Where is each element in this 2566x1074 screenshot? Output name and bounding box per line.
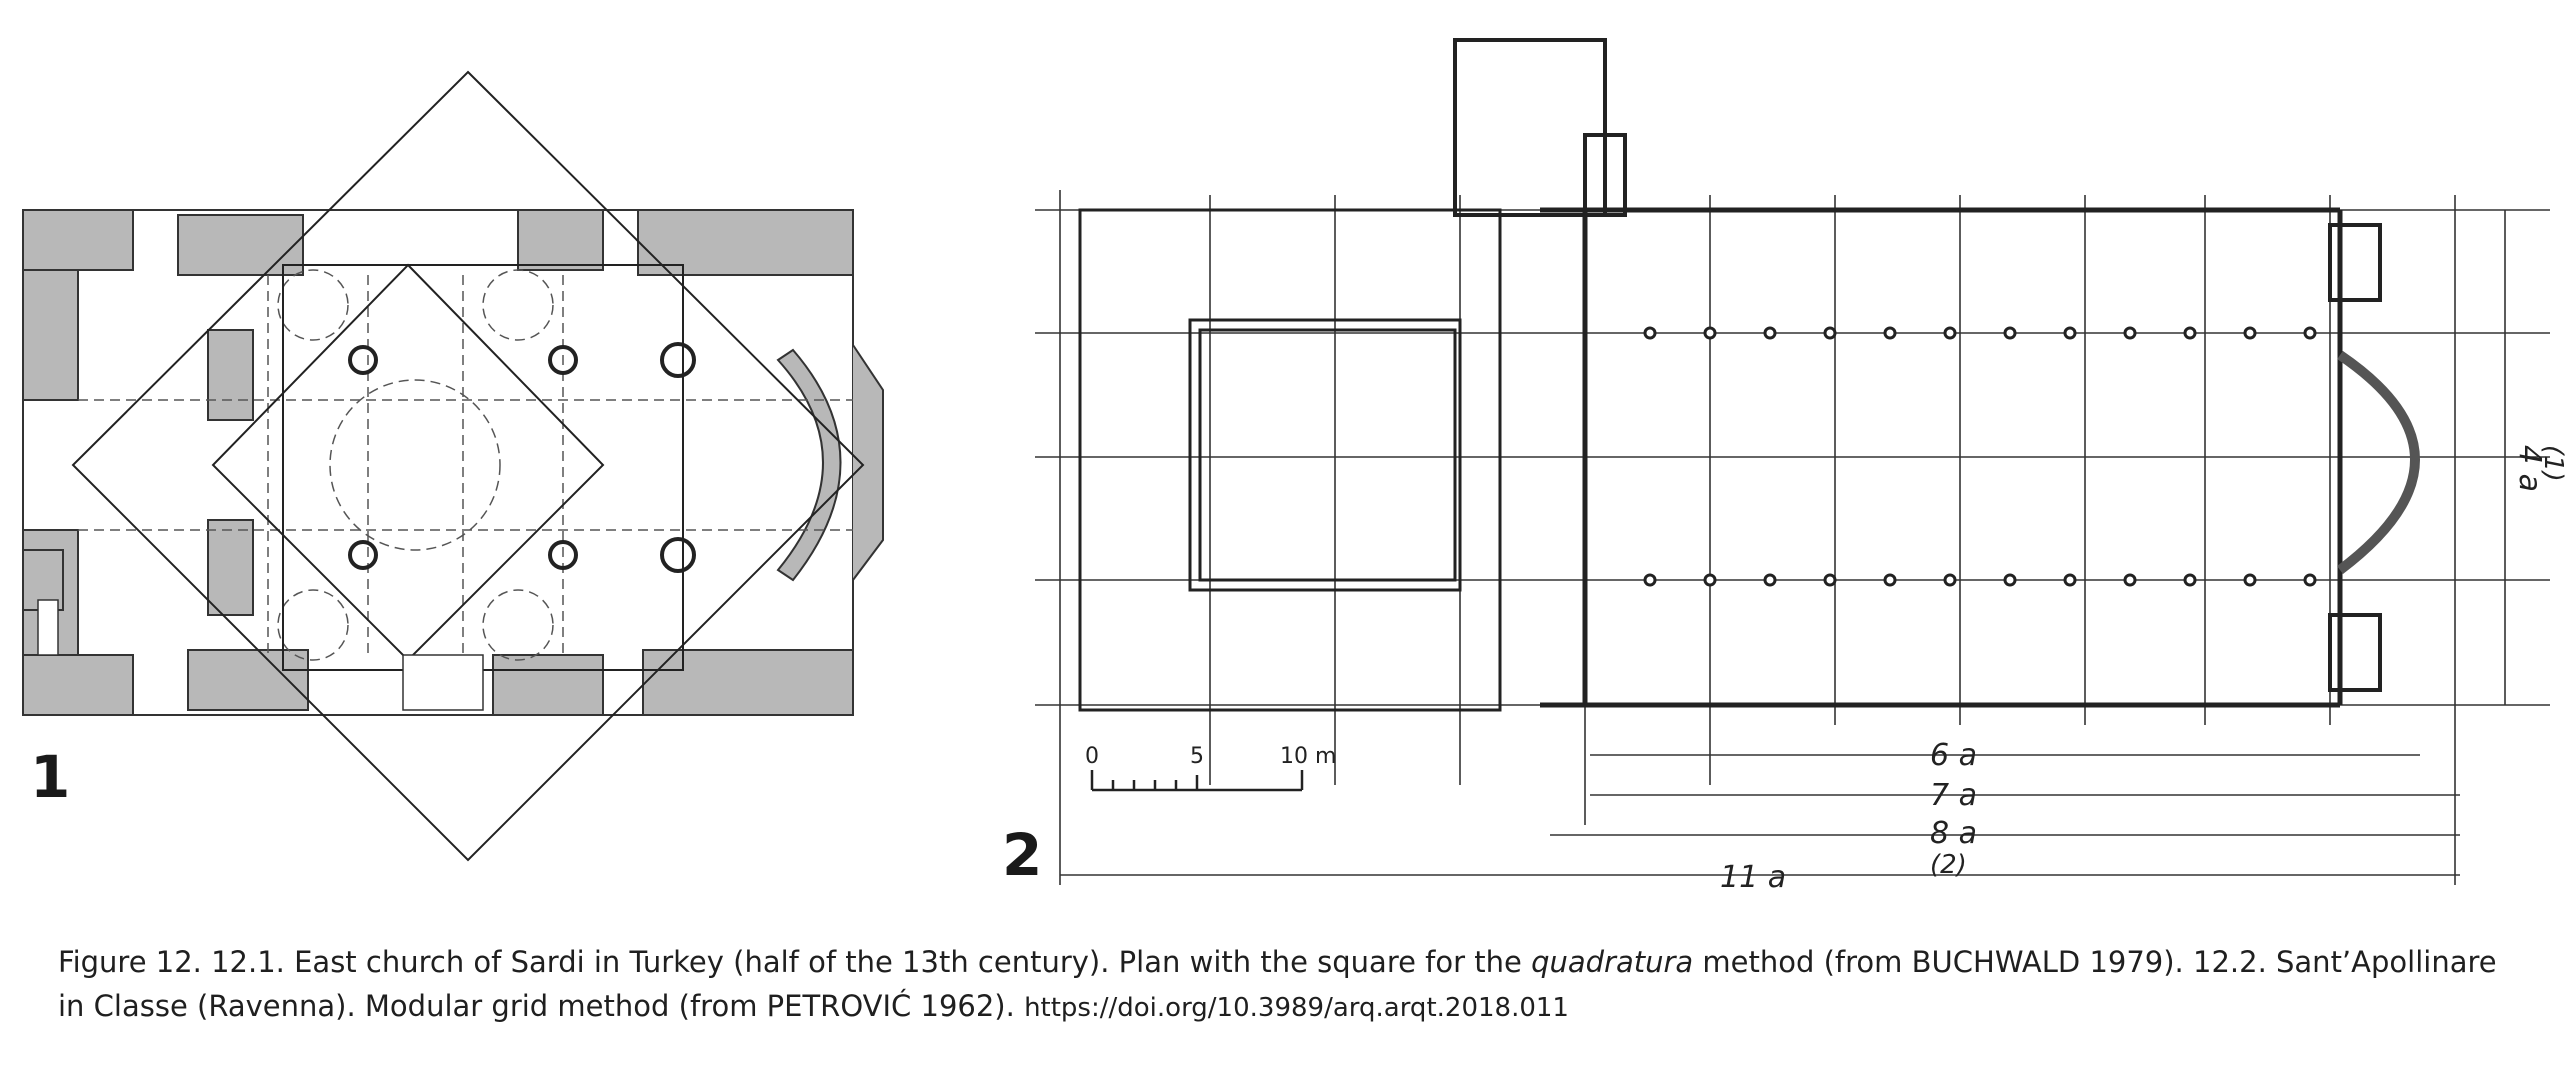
dim-seven-a: 7 a: [1930, 778, 1977, 813]
scale-bar: [1090, 770, 1304, 792]
scale-label-10m: 10 m: [1280, 744, 1336, 769]
annex-walls: [1453, 38, 2382, 692]
panel-number-1: 1: [30, 743, 71, 811]
sant-apollinare-plan: 0 5 10 m 6 a 7 a 8 a (2) 11 a 4 a (1): [1035, 38, 2566, 895]
inner-grid-dashed: [78, 269, 853, 661]
figure-caption: Figure 12. 12.1. East church of Sardi in…: [58, 940, 2498, 1030]
modular-grid: [1035, 190, 2550, 885]
scale-label-5: 5: [1190, 744, 1204, 769]
caption-text-start: Figure 12. 12.1. East church of Sardi in…: [58, 945, 1532, 979]
nave-columns: [1643, 326, 2317, 587]
quadratura-squares: [71, 70, 865, 862]
nave-walls: [1540, 207, 2420, 708]
dim-eleven-a: 11 a: [1720, 860, 1786, 895]
figure-area: 0 5 10 m 6 a 7 a 8 a (2) 11 a 4 a (1) 1 …: [22, 38, 2566, 895]
panel-number-2: 2: [1002, 821, 1043, 889]
caption-italic-term: quadratura: [1531, 945, 1694, 979]
columns: [348, 342, 696, 573]
atrium-walls: [1078, 208, 1502, 712]
wall-masses: [22, 209, 884, 716]
dim-eight-a: 8 a: [1930, 816, 1977, 851]
sardi-church-plan: [22, 70, 884, 862]
caption-text-end: method (from BUCHWALD 1979). 12.2. Sant’…: [58, 945, 2497, 1023]
dim-four-a: 4 a: [2512, 445, 2547, 492]
doorways: [37, 599, 484, 711]
scale-label-0: 0: [1085, 744, 1099, 769]
dim-two-paren: (2): [1930, 850, 1967, 880]
outer-wall-outline: [22, 209, 854, 716]
dimension-lines: [1060, 210, 2506, 876]
dim-one-paren: (1): [2538, 445, 2566, 482]
dim-six-a: 6 a: [1930, 738, 1977, 773]
doi-link[interactable]: https://doi.org/10.3989/arq.arqt.2018.01…: [1024, 993, 1569, 1023]
